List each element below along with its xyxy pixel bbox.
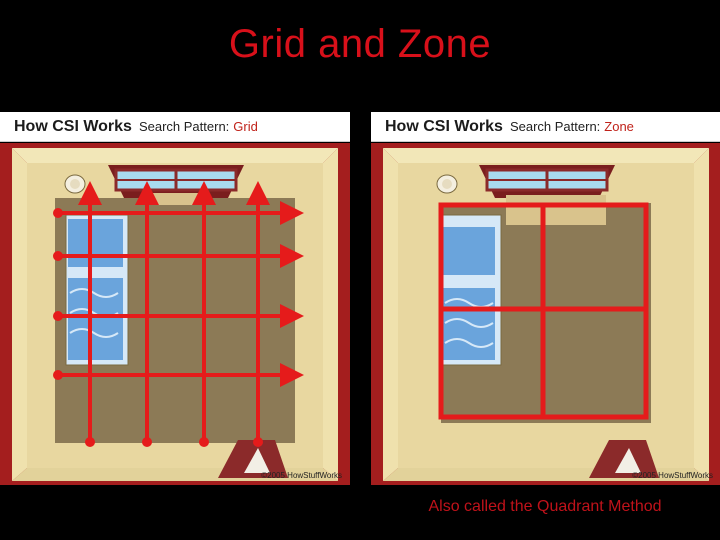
copyright: ©2005 HowStuffWorks — [632, 471, 713, 480]
panel-brand: How CSI Works — [14, 117, 132, 135]
panel-subtitle: Search Pattern: — [509, 119, 601, 134]
panel-header: How CSI Works Search Pattern: Grid — [0, 112, 350, 142]
bed-icon — [438, 214, 502, 366]
grid-panel: How CSI Works Search Pattern: Grid — [0, 112, 350, 485]
panel-brand: How CSI Works — [385, 117, 503, 135]
grid-line-endpoints — [53, 208, 263, 447]
copyright: ©2005 HowStuffWorks — [261, 471, 342, 480]
grid-room-illustration — [0, 143, 350, 485]
zone-panel: How CSI Works Search Pattern: Zone — [371, 112, 720, 485]
slide-title: Grid and Zone — [228, 22, 492, 66]
doorway-icon — [589, 440, 659, 478]
bed-icon — [65, 214, 129, 366]
panel-subtitle: Search Pattern: — [138, 119, 230, 134]
lamp-icon — [436, 174, 458, 194]
window-icon — [479, 165, 615, 225]
slide-caption: Also called the Quadrant Method — [428, 498, 662, 515]
panel-header: How CSI Works Search Pattern: Zone — [371, 112, 720, 142]
doorway-icon — [218, 440, 288, 478]
panel-pattern-name: Zone — [604, 119, 634, 134]
grid-search-lines — [60, 181, 304, 438]
lamp-icon — [64, 174, 86, 194]
panel-pattern-name: Grid — [233, 119, 258, 134]
zone-room-illustration — [371, 143, 720, 485]
zone-search-lines — [438, 202, 649, 420]
